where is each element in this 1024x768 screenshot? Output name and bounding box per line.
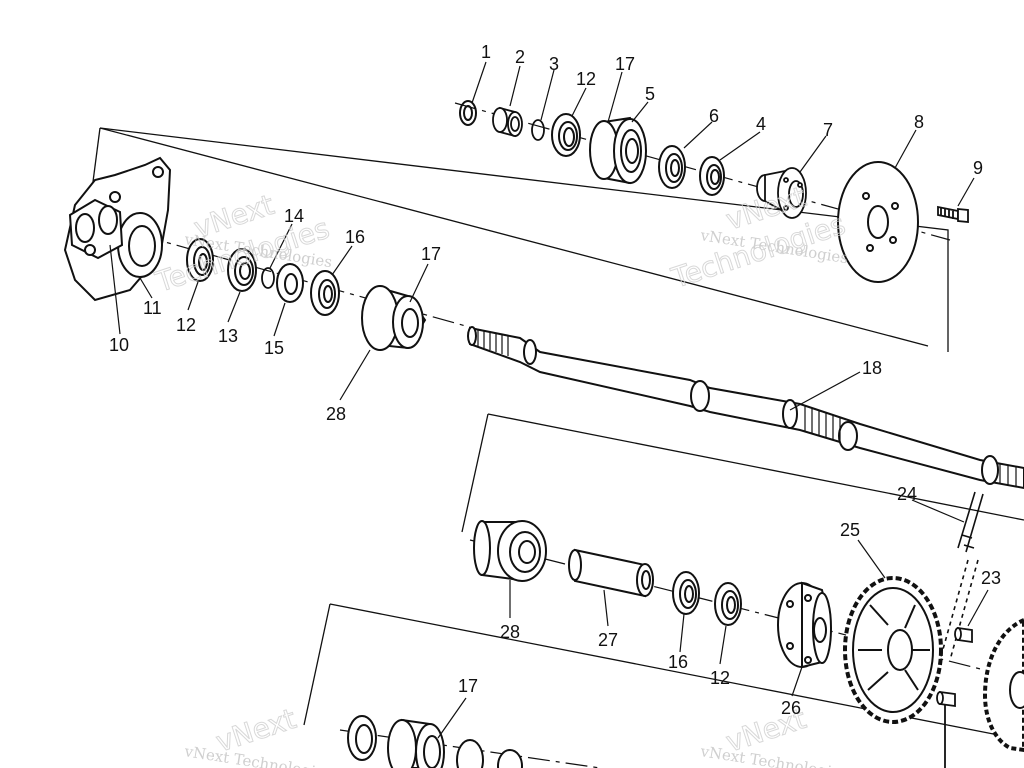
part-28-17-eccentric-upper xyxy=(361,285,427,351)
watermarks: vNext Technologies vNext Technologies vN… xyxy=(151,179,850,768)
part-5-bearing-housing xyxy=(589,116,647,185)
label-part-17-bottom: 17 xyxy=(458,676,478,696)
label-part-6: 6 xyxy=(709,106,719,126)
part-10-11-caliper xyxy=(63,156,172,302)
part-12-seal-middle xyxy=(714,582,742,626)
part-3-o-ring xyxy=(531,119,545,141)
label-part-25: 25 xyxy=(840,520,860,540)
label-part-18: 18 xyxy=(862,358,882,378)
label-part-16-left: 16 xyxy=(345,227,365,247)
label-part-12-left: 12 xyxy=(176,315,196,335)
label-part-16-middle: 16 xyxy=(668,652,688,672)
label-part-23: 23 xyxy=(981,568,1001,588)
part-1-snap-ring xyxy=(459,100,477,126)
label-part-15: 15 xyxy=(264,338,284,358)
label-part-12-middle: 12 xyxy=(710,668,730,688)
part-6-bearing xyxy=(658,145,686,189)
label-part-3: 3 xyxy=(549,54,559,74)
label-part-4: 4 xyxy=(756,114,766,134)
label-part-8: 8 xyxy=(914,112,924,132)
part-23-spacers xyxy=(936,626,973,768)
part-16-bearing-middle xyxy=(672,571,700,615)
leader-lines xyxy=(109,61,989,739)
label-part-28-upper: 28 xyxy=(326,404,346,424)
label-part-17-left: 17 xyxy=(421,244,441,264)
part-12-seal-top xyxy=(551,113,581,157)
part-14-o-ring xyxy=(261,267,275,289)
label-part-24: 24 xyxy=(897,484,917,504)
part-bottom-seal xyxy=(347,715,377,761)
label-part-26: 26 xyxy=(781,698,801,718)
label-part-27: 27 xyxy=(598,630,618,650)
part-labels: 1 2 3 12 17 5 6 4 7 8 9 14 16 17 11 12 1… xyxy=(109,42,1001,718)
part-15-spacer xyxy=(276,263,304,303)
part-28-eccentric-middle xyxy=(473,520,547,582)
part-bottom-bearing xyxy=(456,739,523,768)
part-27-spacer-tube xyxy=(568,548,654,598)
label-part-14: 14 xyxy=(284,206,304,226)
watermark-text-lower-right: vNext Technologies xyxy=(698,742,849,768)
label-part-1: 1 xyxy=(481,42,491,62)
part-12-seal-left xyxy=(186,238,214,282)
watermark-big-lower-left: vNext xyxy=(212,702,300,759)
label-part-10: 10 xyxy=(109,335,129,355)
part-16-seal-left xyxy=(310,270,340,316)
label-part-9: 9 xyxy=(973,158,983,178)
small-sprocket-edge xyxy=(982,617,1024,753)
part-4-seal xyxy=(699,156,725,196)
label-part-12-top: 12 xyxy=(576,69,596,89)
part-25-rear-sprocket xyxy=(843,576,943,724)
part-13-bearing xyxy=(227,248,257,292)
label-part-17-top: 17 xyxy=(615,54,635,74)
label-part-7: 7 xyxy=(823,120,833,140)
part-8-brake-disc xyxy=(837,161,919,283)
part-17-bearing-housing-bottom xyxy=(387,718,445,768)
part-7-hub xyxy=(756,167,807,219)
label-part-28-middle: 28 xyxy=(500,622,520,642)
part-18-axle-shaft xyxy=(467,326,1024,490)
part-24-chain xyxy=(939,491,984,661)
part-2-spacer xyxy=(492,106,523,138)
label-part-5: 5 xyxy=(645,84,655,104)
middle-frame xyxy=(461,413,1024,533)
label-part-11: 11 xyxy=(143,298,162,318)
label-part-2: 2 xyxy=(515,47,525,67)
label-part-13: 13 xyxy=(218,326,238,346)
part-26-sprocket-hub xyxy=(777,581,832,669)
part-9-bolt xyxy=(937,205,969,223)
